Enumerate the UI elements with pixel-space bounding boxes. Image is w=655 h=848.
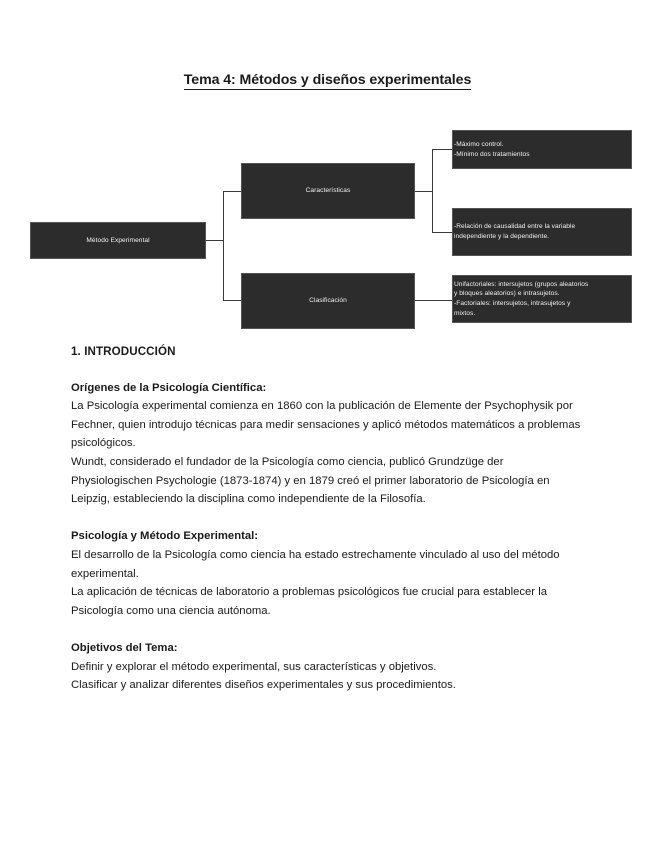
content-block-origenes: Orígenes de la Psicología Científica: La… — [71, 379, 583, 509]
diagram-node-caracteristicas: Características — [241, 163, 415, 219]
detail-line: -Factoriales: intersujetos, intrasujetos… — [454, 300, 571, 307]
connector-caracteristicas-trunk-vertical — [432, 149, 434, 233]
detail-line: mixtos. — [454, 309, 476, 317]
connector-trunk-to-caracteristicas — [223, 191, 241, 193]
subheading-psicologia-metodo: Psicología y Método Experimental: — [71, 530, 259, 543]
subheading-objetivos: Objetivos del Tema: — [71, 641, 178, 654]
detail-line: -Mínimo dos tratamientos — [454, 150, 530, 158]
paragraph: La aplicación de técnicas de laboratorio… — [71, 586, 547, 617]
paragraph: La Psicología experimental comienza en 1… — [71, 400, 581, 450]
connector-root-to-trunk — [206, 240, 224, 242]
diagram-detail-clasificacion-1: Unifactoriales: intersujetos (grupos ale… — [452, 275, 632, 323]
diagram-node-clasificacion-label: Clasificación — [309, 297, 347, 305]
detail-line: Unifactoriales: intersujetos (grupos ale… — [454, 280, 589, 288]
paragraph: Definir y explorar el método experimenta… — [71, 660, 437, 673]
connector-caracteristicas-out — [415, 191, 433, 193]
connector-to-detail-1 — [432, 149, 452, 151]
detail-line: y bloques aleatorios) e intrasujetos. — [454, 290, 560, 298]
content-block-psicologia-metodo: Psicología y Método Experimental: El des… — [71, 527, 583, 620]
connector-trunk-vertical — [223, 191, 225, 301]
page-title-text: Tema 4: Métodos y diseños experimentales — [183, 72, 472, 90]
connector-trunk-to-clasificacion — [223, 300, 241, 302]
spacer — [71, 620, 583, 639]
content-block-objetivos: Objetivos del Tema: Definir y explorar e… — [71, 639, 583, 695]
diagram-node-root-label: Método Experimental — [86, 236, 150, 244]
paragraph: El desarrollo de la Psicología como cien… — [71, 548, 560, 580]
subheading-origenes: Orígenes de la Psicología Científica: — [71, 381, 267, 394]
paragraph: Clasificar y analizar diferentes diseños… — [71, 679, 456, 692]
document-body: 1. INTRODUCCIÓN Orígenes de la Psicologí… — [71, 343, 583, 695]
spacer — [71, 509, 583, 528]
diagram-detail-caracteristicas-1: -Máximo control. -Mínimo dos tratamiento… — [452, 130, 632, 169]
detail-line: -Relación de causalidad entre la variabl… — [454, 223, 576, 231]
section-heading-introduccion: 1. INTRODUCCIÓN — [71, 345, 176, 358]
page-title: Tema 4: Métodos y diseños experimentales — [0, 72, 655, 90]
diagram-node-clasificacion: Clasificación — [241, 273, 415, 329]
diagram-node-root: Método Experimental — [30, 222, 206, 259]
detail-line: independiente y la dependiente. — [454, 233, 550, 240]
concept-diagram: Método Experimental Características Clas… — [0, 0, 655, 340]
connector-clasificacion-to-detail — [415, 300, 452, 302]
detail-line: -Máximo control. — [454, 140, 504, 148]
diagram-detail-caracteristicas-2: -Relación de causalidad entre la variabl… — [452, 208, 632, 256]
connector-to-detail-2 — [432, 232, 452, 234]
diagram-node-caracteristicas-label: Características — [305, 187, 351, 195]
paragraph: Wundt, considerado el fundador de la Psi… — [71, 455, 550, 506]
